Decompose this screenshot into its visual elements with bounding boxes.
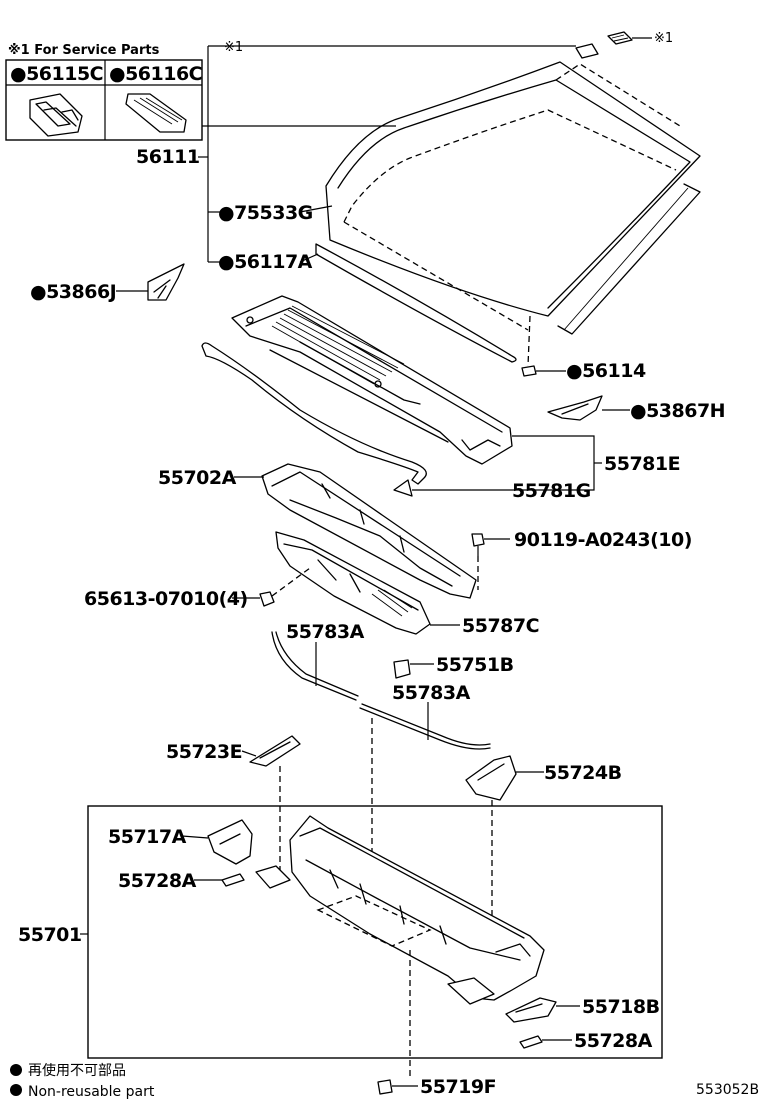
legend-dot-icon <box>10 1084 22 1096</box>
legend: 再使用不可部品 Non-reusable part <box>10 1062 155 1100</box>
part-55719F-drawing <box>377 950 418 1095</box>
part-56115C-label: ●56115C <box>10 63 103 85</box>
label-55728A-top: 55728A <box>118 870 197 892</box>
label-65613-07010: 65613-07010(4) <box>84 588 248 610</box>
glass-leaders: ※1 <box>198 40 576 372</box>
label-55781G: 55781G <box>512 480 591 502</box>
label-90119-A0243: 90119-A0243(10) <box>514 529 692 551</box>
label-55781E: 55781E <box>604 453 680 475</box>
note-mark-windshield: ※1 <box>224 40 243 55</box>
part-55724B-drawing <box>465 755 544 990</box>
legend-japanese: 再使用不可部品 <box>28 1062 126 1079</box>
part-55717A-drawing <box>181 819 253 865</box>
part-55787C-drawing <box>275 531 460 635</box>
label-55783A-mid: 55783A <box>392 682 471 704</box>
legend-english: Non-reusable part <box>28 1084 155 1100</box>
part-55751B-drawing <box>393 659 434 679</box>
note-mark-top-right: ※1 <box>654 31 673 46</box>
part-55702A-drawing <box>234 463 477 599</box>
service-part-clip-top: ※1 <box>607 31 673 46</box>
label-53866J: ●53866J <box>30 281 116 303</box>
service-parts-inset: ※1 For Service Parts ●56115C ●56116C <box>5 43 203 141</box>
label-55702A: 55702A <box>158 467 237 489</box>
part-56116C-label: ●56116C <box>109 63 202 85</box>
legend-dot-icon <box>10 1064 22 1076</box>
clip-65613 <box>232 567 311 607</box>
part-53867H-drawing <box>547 395 630 421</box>
part-55718B-drawing <box>447 977 580 1023</box>
part-55723E-drawing <box>241 735 301 880</box>
label-55701: 55701 <box>18 924 82 946</box>
diagram-id: 553052B <box>696 1082 759 1098</box>
cowl-louver <box>201 295 513 485</box>
part-53866J-drawing <box>116 263 185 301</box>
windshield-glass <box>315 43 701 377</box>
label-55724B: 55724B <box>544 762 622 784</box>
label-56114: ●56114 <box>566 360 646 382</box>
label-55728A-bottom: 55728A <box>574 1030 653 1052</box>
part-55728A-top-drawing <box>194 865 291 889</box>
label-56111: 56111 <box>136 146 200 168</box>
part-labels: 56111 ●75533G ●56117A ●53866J ●56114 ●53… <box>18 146 726 1098</box>
label-55751B: 55751B <box>436 654 514 676</box>
label-55787C: 55787C <box>462 615 539 637</box>
label-75533G: ●75533G <box>218 202 313 224</box>
label-55718B: 55718B <box>582 996 660 1018</box>
label-55783A-top: 55783A <box>286 621 365 643</box>
part-55701-drawing <box>289 815 545 1001</box>
cowl-frame-box <box>87 805 663 1059</box>
label-53867H: ●53867H <box>630 400 725 422</box>
louver-leaders <box>393 435 602 497</box>
service-parts-box <box>5 59 203 141</box>
part-56116C-drawing <box>125 93 187 133</box>
label-56117A: ●56117A <box>218 251 313 273</box>
label-55719F: 55719F <box>420 1076 496 1098</box>
part-55728A-bottom-drawing <box>519 1035 572 1049</box>
bolt-90119 <box>471 533 510 590</box>
label-55723E: 55723E <box>166 741 242 763</box>
service-parts-header: ※1 For Service Parts <box>8 43 160 58</box>
part-55783A-drawing <box>271 631 491 750</box>
label-55717A: 55717A <box>108 826 187 848</box>
part-56115C-drawing <box>29 93 83 137</box>
